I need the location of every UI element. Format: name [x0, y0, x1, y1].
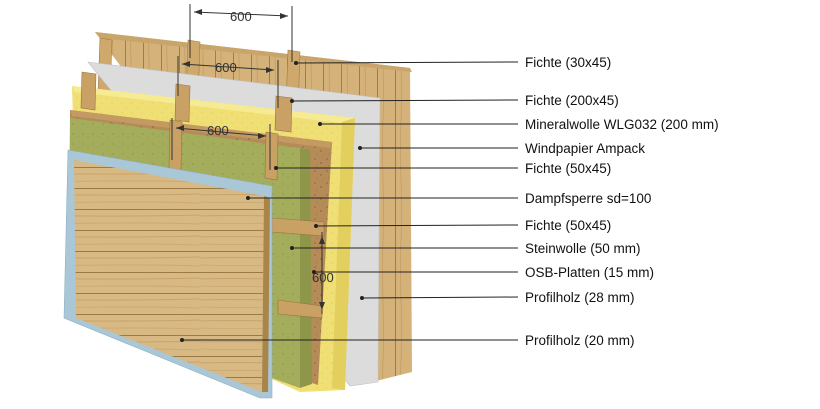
dimension-middle-label: 600 — [215, 60, 237, 75]
leader-dot — [290, 246, 294, 250]
layer-label: Steinwolle (50 mm) — [525, 241, 641, 256]
layer-label: Fichte (50x45) — [525, 218, 611, 233]
dimension-side-label: 600 — [312, 270, 334, 285]
leader-dot — [294, 61, 298, 65]
leader-dot — [274, 166, 278, 170]
leader-line — [361, 296, 519, 299]
layer-label: Fichte (30x45) — [525, 55, 611, 70]
leader-dot — [314, 224, 318, 228]
layer-label: Profilholz (28 mm) — [525, 290, 635, 305]
layer-label: Fichte (200x45) — [525, 93, 619, 108]
dimension-lower: 600 — [171, 118, 271, 170]
leader-dot — [318, 122, 322, 126]
leader-dot — [312, 270, 316, 274]
layer-labels: Fichte (30x45) Fichte (200x45) Mineralwoll… — [180, 55, 719, 348]
dimension-top: 600 — [189, 4, 293, 62]
front-profile-wood-panel — [74, 160, 270, 392]
leader-line — [295, 61, 519, 64]
dimension-middle: 600 — [177, 56, 279, 108]
leader-dot — [290, 99, 294, 103]
layer-label: Profilholz (20 mm) — [525, 333, 635, 348]
leader-dot — [360, 296, 364, 300]
leader-line — [315, 224, 519, 227]
horizontal-battens-50x45 — [271, 217, 325, 319]
layer-label: Fichte (50x45) — [525, 161, 611, 176]
layer-label: Mineralwolle WLG032 (200 mm) — [525, 117, 719, 132]
dimension-lower-label: 600 — [207, 123, 229, 138]
dimension-top-label: 600 — [230, 9, 252, 24]
leader-dot — [358, 146, 362, 150]
leader-dot — [180, 338, 184, 342]
leader-line — [291, 99, 519, 102]
layer-label: Windpapier Ampack — [525, 141, 645, 156]
layer-label: Dampfsperre sd=100 — [525, 191, 651, 206]
layer-label: OSB-Platten (15 mm) — [525, 265, 654, 280]
vertical-studs-200x45 — [80, 71, 293, 133]
leader-dot — [246, 196, 250, 200]
dimension-side: 600 — [312, 232, 334, 314]
